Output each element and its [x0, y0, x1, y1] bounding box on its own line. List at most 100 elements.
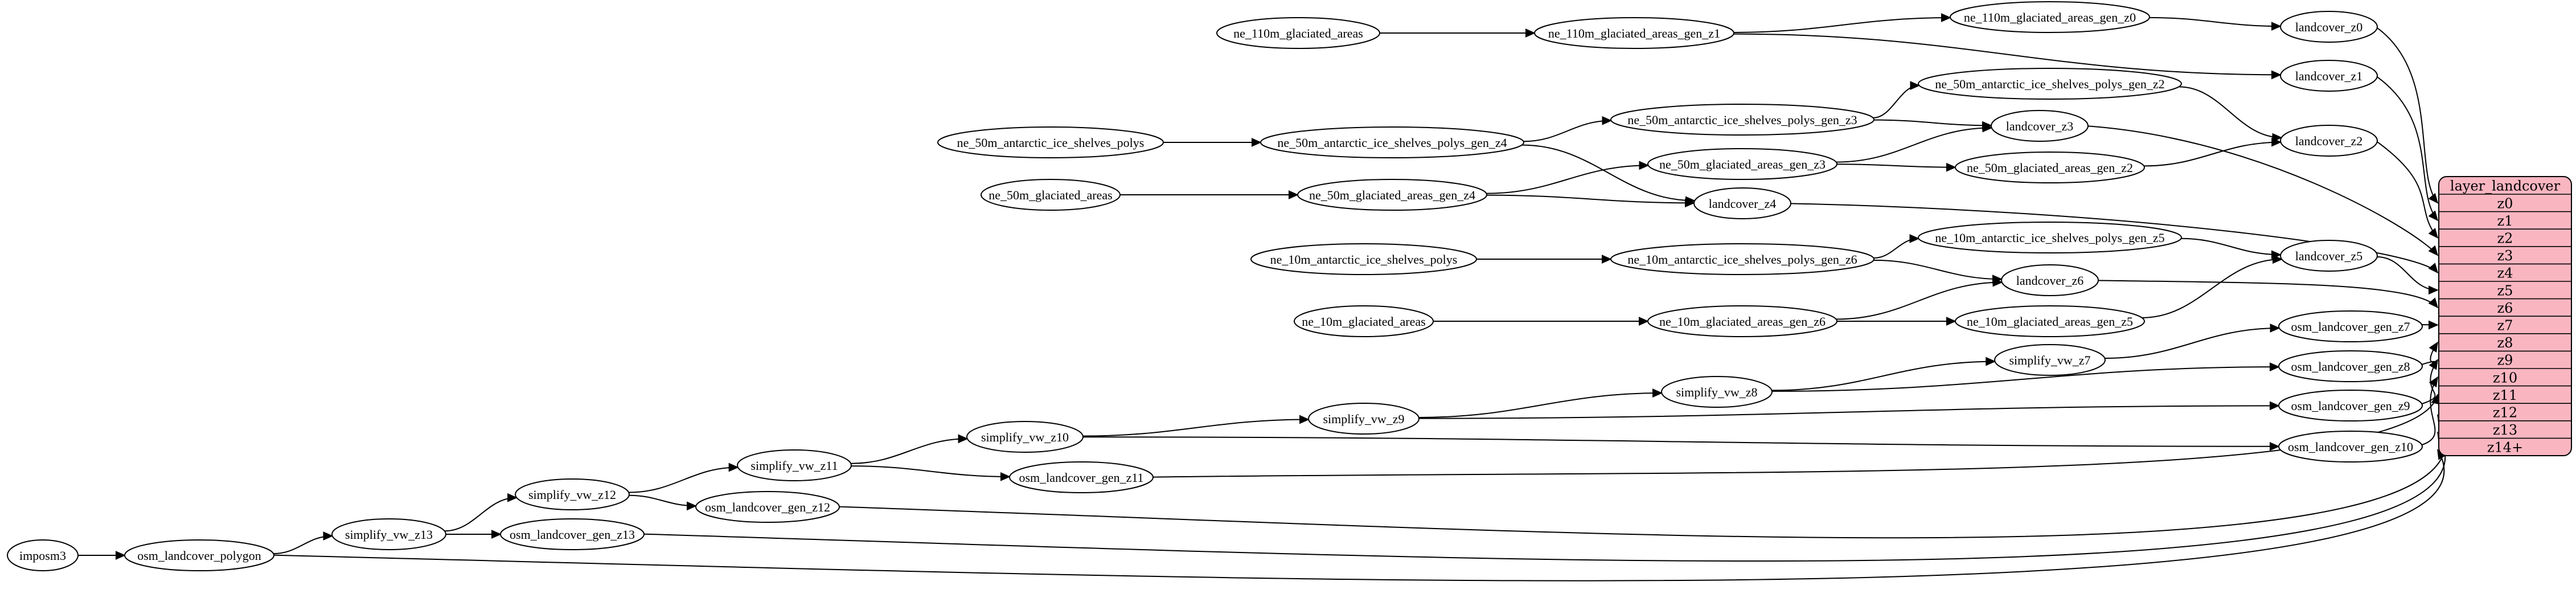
table-row-z5: z5 — [2497, 283, 2513, 298]
node-imposm3: imposm3 — [7, 540, 78, 571]
node-osm_landcover_gen_z7: osm_landcover_gen_z7 — [2279, 311, 2422, 342]
edge-landcover_z6-to-z6-row — [2098, 280, 2438, 308]
node-osm_landcover_polygon: osm_landcover_polygon — [125, 540, 274, 571]
node-label: ne_50m_antarctic_ice_shelves_polys_gen_z… — [1935, 77, 2164, 91]
node-ne_50m_antarctic_ice_shelves_polys: ne_50m_antarctic_ice_shelves_polys — [938, 127, 1163, 158]
node-label: osm_landcover_gen_z9 — [2291, 399, 2410, 413]
node-ne_10m_glaciated_areas_gen_z5: ne_10m_glaciated_areas_gen_z5 — [1955, 306, 2144, 337]
node-simplify_vw_z8: simplify_vw_z8 — [1662, 376, 1772, 407]
table-row-z8: z8 — [2497, 335, 2513, 351]
node-simplify_vw_z13: simplify_vw_z13 — [332, 519, 446, 550]
table-row-z11: z11 — [2493, 387, 2517, 403]
node-label: ne_50m_antarctic_ice_shelves_polys_gen_z… — [1627, 113, 1857, 127]
node-label: landcover_z0 — [2295, 20, 2363, 34]
edge-osm_landcover_polygon-to-simplify_vw_z13 — [273, 536, 332, 554]
table-row-z2: z2 — [2497, 231, 2513, 247]
node-label: simplify_vw_z7 — [2009, 353, 2091, 367]
edge-ne_50m_antarctic_ice_shelves_polys_gen_z3-to-ne_50m_antarctic_ice_shelves_polys_gen_z2 — [1873, 85, 1919, 118]
edges — [78, 18, 2446, 581]
node-ne_50m_glaciated_areas_gen_z4: ne_50m_glaciated_areas_gen_z4 — [1298, 179, 1487, 210]
edge-simplify_vw_z13-to-simplify_vw_z12 — [445, 498, 517, 531]
node-ne_50m_glaciated_areas_gen_z2: ne_50m_glaciated_areas_gen_z2 — [1955, 152, 2144, 183]
table-row-z0: z0 — [2497, 195, 2513, 211]
edge-ne_110m_glaciated_areas_gen_z0-to-landcover_z0 — [2150, 18, 2280, 26]
node-label: ne_10m_glaciated_areas_gen_z5 — [1967, 314, 2133, 329]
edge-landcover_z0-to-z0-row — [2377, 28, 2438, 203]
node-landcover_z4: landcover_z4 — [1694, 188, 1791, 219]
node-label: ne_10m_antarctic_ice_shelves_polys — [1270, 252, 1458, 267]
edge-ne_10m_antarctic_ice_shelves_polys_gen_z6-to-landcover_z6 — [1873, 260, 2001, 279]
edge-simplify_vw_z11-to-osm_landcover_gen_z11 — [851, 466, 1010, 477]
node-ne_110m_glaciated_areas_gen_z1: ne_110m_glaciated_areas_gen_z1 — [1535, 18, 1734, 48]
node-osm_landcover_gen_z13: osm_landcover_gen_z13 — [501, 519, 644, 550]
node-ne_110m_glaciated_areas_gen_z0: ne_110m_glaciated_areas_gen_z0 — [1950, 2, 2150, 32]
edge-osm_landcover_gen_z8-to-z8-row — [2422, 342, 2438, 365]
node-ne_10m_antarctic_ice_shelves_polys_gen_z6: ne_10m_antarctic_ice_shelves_polys_gen_z… — [1611, 244, 1874, 275]
node-osm_landcover_gen_z10: osm_landcover_gen_z10 — [2279, 431, 2422, 462]
table-row-z14+: z14+ — [2487, 440, 2523, 456]
node-label: osm_landcover_gen_z7 — [2291, 320, 2410, 334]
node-label: landcover_z6 — [2016, 273, 2084, 288]
table-row-z3: z3 — [2497, 248, 2513, 264]
node-simplify_vw_z11: simplify_vw_z11 — [737, 450, 851, 481]
table-title: layer_landcover — [2450, 178, 2561, 194]
edge-ne_10m_antarctic_ice_shelves_polys_gen_z5-to-landcover_z5 — [2181, 239, 2281, 255]
node-label: ne_110m_glaciated_areas_gen_z1 — [1548, 26, 1720, 40]
edge-simplify_vw_z9-to-simplify_vw_z8 — [1419, 393, 1662, 417]
node-label: landcover_z4 — [1709, 197, 1777, 211]
node-label: ne_50m_glaciated_areas_gen_z2 — [1967, 161, 2133, 175]
node-osm_landcover_gen_z8: osm_landcover_gen_z8 — [2279, 351, 2422, 382]
node-ne_10m_glaciated_areas_gen_z6: ne_10m_glaciated_areas_gen_z6 — [1648, 306, 1837, 337]
table-row-z7: z7 — [2497, 318, 2513, 334]
table-row-z6: z6 — [2497, 300, 2513, 316]
edge-simplify_vw_z10-to-simplify_vw_z9 — [1083, 419, 1308, 436]
node-label: simplify_vw_z13 — [345, 527, 433, 542]
edge-ne_50m_antarctic_ice_shelves_polys_gen_z4-to-ne_50m_antarctic_ice_shelves_polys_gen_z3 — [1524, 121, 1611, 141]
edge-landcover_z5-to-z5-row — [2377, 257, 2438, 290]
edge-ne_50m_glaciated_areas_gen_z3-to-landcover_z3 — [1836, 128, 1992, 162]
edge-ne_50m_antarctic_ice_shelves_polys_gen_z3-to-landcover_z3 — [1874, 120, 1991, 126]
table-row-z9: z9 — [2497, 353, 2513, 369]
node-label: ne_10m_antarctic_ice_shelves_polys_gen_z… — [1935, 231, 2164, 245]
node-label: simplify_vw_z10 — [981, 430, 1069, 444]
node-label: ne_110m_glaciated_areas — [1233, 26, 1363, 40]
node-ne_50m_antarctic_ice_shelves_polys_gen_z2: ne_50m_antarctic_ice_shelves_polys_gen_z… — [1918, 68, 2181, 99]
node-label: ne_10m_antarctic_ice_shelves_polys_gen_z… — [1627, 252, 1857, 267]
node-label: ne_10m_glaciated_areas — [1302, 314, 1425, 329]
edge-landcover_z2-to-z2-row — [2377, 142, 2438, 238]
node-ne_10m_glaciated_areas: ne_10m_glaciated_areas — [1294, 306, 1433, 337]
node-label: landcover_z3 — [2006, 119, 2074, 133]
edge-ne_50m_antarctic_ice_shelves_polys_gen_z2-to-landcover_z2 — [2179, 87, 2281, 137]
node-ne_50m_antarctic_ice_shelves_polys_gen_z3: ne_50m_antarctic_ice_shelves_polys_gen_z… — [1611, 104, 1874, 135]
node-label: imposm3 — [19, 548, 66, 563]
node-landcover_z3: landcover_z3 — [1991, 110, 2088, 141]
edge-ne_50m_glaciated_areas_gen_z3-to-ne_50m_glaciated_areas_gen_z2 — [1837, 164, 1955, 167]
table-row-z4: z4 — [2497, 265, 2513, 281]
node-label: simplify_vw_z11 — [750, 459, 838, 473]
node-landcover_z5: landcover_z5 — [2280, 240, 2377, 271]
node-label: ne_10m_glaciated_areas_gen_z6 — [1659, 314, 1826, 329]
edge-simplify_vw_z8-to-simplify_vw_z7 — [1772, 362, 1995, 391]
node-label: ne_50m_glaciated_areas_gen_z3 — [1659, 157, 1826, 171]
node-ne_50m_glaciated_areas: ne_50m_glaciated_areas — [981, 179, 1120, 210]
node-simplify_vw_z10: simplify_vw_z10 — [967, 421, 1083, 452]
edge-osm_landcover_gen_z13-to-z13-row — [644, 432, 2445, 561]
node-label: osm_landcover_gen_z13 — [510, 527, 635, 542]
node-label: simplify_vw_z12 — [528, 488, 616, 502]
edge-osm_landcover_gen_z10-to-z10-row — [2422, 377, 2438, 445]
node-label: osm_landcover_gen_z8 — [2291, 359, 2410, 374]
node-label: osm_landcover_polygon — [137, 548, 261, 563]
layer-landcover-table: layer_landcoverz0z1z2z3z4z5z6z7z8z9z10z1… — [2439, 177, 2571, 456]
nodes: imposm3 osm_landcover_polygon simplify_vw_… — [7, 2, 2422, 571]
table-row-z1: z1 — [2497, 213, 2513, 229]
node-osm_landcover_gen_z12: osm_landcover_gen_z12 — [696, 492, 839, 522]
table-row-z10: z10 — [2493, 370, 2517, 386]
node-osm_landcover_gen_z9: osm_landcover_gen_z9 — [2279, 390, 2422, 421]
node-label: osm_landcover_gen_z10 — [2288, 440, 2413, 454]
node-landcover_z2: landcover_z2 — [2280, 125, 2377, 156]
node-label: ne_50m_antarctic_ice_shelves_polys_gen_z… — [1277, 136, 1507, 150]
edge-ne_10m_glaciated_areas_gen_z5-to-landcover_z5 — [2142, 259, 2282, 318]
node-label: ne_50m_antarctic_ice_shelves_polys — [957, 136, 1145, 150]
